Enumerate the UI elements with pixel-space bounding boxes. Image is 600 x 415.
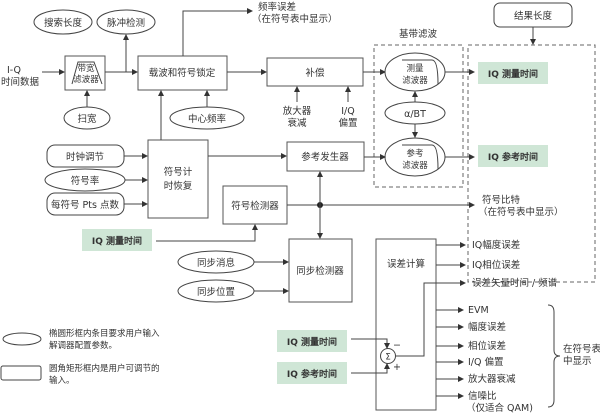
- table-output-2: 相位误差: [468, 340, 506, 352]
- sweep-width-label: 扫宽: [77, 113, 97, 125]
- legend-ellipse-icon: [2, 332, 42, 346]
- alpha-bt-label: α/BT: [404, 109, 426, 120]
- symbol-timing-label-2: 时恢复: [164, 180, 193, 192]
- carrier-symbol-lock-label: 载波和符号锁定: [149, 67, 216, 79]
- table-output-6: （仅适合 QAM): [466, 402, 533, 414]
- iq-offset-label-1: I/Q: [341, 106, 354, 117]
- ref-generator-label: 参考发生器: [301, 151, 349, 163]
- legend-rounded-line2: 输入。: [49, 375, 75, 386]
- iq-ref-time-label-sum: IQ 参考时间: [287, 368, 337, 380]
- plus-sign: +: [393, 362, 401, 373]
- symbol-timing-label-1: 符号计: [164, 166, 193, 178]
- legend-ellipse-line2: 解调器配置参数。: [49, 340, 117, 351]
- error-calc-block: [375, 238, 437, 411]
- iq-ref-time-tag: [478, 145, 548, 167]
- freq-error-arrow: [182, 8, 253, 56]
- sync-msg-label: 同步消息: [197, 257, 235, 269]
- table-brace-label-2: 中显示: [563, 355, 592, 367]
- carrier-symbol-lock-block: [137, 55, 228, 91]
- center-freq-label: 中心频率: [188, 113, 227, 125]
- trace-output-0: IQ幅度误差: [472, 239, 520, 251]
- symbol-detector-label: 符号检测器: [231, 200, 279, 212]
- iq-ref-time-label: IQ 参考时间: [488, 151, 538, 163]
- bandwidth-filter-label-2: 滤波器: [73, 74, 99, 85]
- ref-filter-label-1: 参考: [406, 148, 423, 159]
- table-output-5: 信噪比: [468, 390, 497, 402]
- results-region: [467, 44, 596, 283]
- iq-meas-to-symdet-arrow: [156, 224, 258, 242]
- table-output-4: 放大器衰减: [468, 373, 516, 385]
- trace-outputs: IQ幅度误差 IQ相位误差 误差矢量时间 / 频谱: [396, 239, 558, 357]
- baseband-filter-region: [373, 44, 464, 188]
- sync-detector-label: 同步检测器: [296, 265, 344, 277]
- trace-output-1: IQ相位误差: [472, 259, 520, 271]
- sum-to-error-vector-arrow: [396, 280, 466, 357]
- iq-meas-time-label: IQ 测量时间: [488, 68, 538, 80]
- iq-input-label-1: I-Q: [7, 65, 21, 76]
- sync-pos-label: 同步位置: [197, 286, 235, 298]
- iq-meas-time-tag-left: [82, 229, 152, 251]
- trace-output-2: 误差矢量时间 / 频谱: [472, 277, 558, 289]
- ref-to-sum-arrow: [351, 363, 390, 374]
- compensation-label: 补偿: [305, 67, 325, 79]
- table-outputs: EVM 幅度误差 相位误差 I/Q 偏置 放大器衰减 信噪比 （仅适合 QAM): [436, 305, 533, 414]
- error-calc-label: 误差计算: [387, 258, 425, 270]
- table-brace-label-1: 在符号表: [563, 343, 600, 355]
- sigma-label: Σ: [385, 353, 390, 363]
- lowpass-shape-icon: [402, 59, 439, 85]
- meas-filter-label-1: 测量: [406, 64, 424, 74]
- iq-input-label-2: 时间数据: [1, 76, 40, 88]
- legend-ellipse-line1: 椭圆形框内条目要求用户输入: [49, 328, 160, 339]
- clock-adjust-label: 时钟调节: [66, 151, 104, 163]
- meas-filter-label-2: 滤波器: [402, 75, 428, 86]
- legend-rounded-rect-icon: [0, 365, 42, 381]
- iq-meas-time-label-sum: IQ 测量时间: [287, 336, 337, 348]
- symbol-rate-label: 符号率: [71, 175, 100, 187]
- iq-meas-time-label-left: IQ 测量时间: [92, 235, 142, 247]
- bandpass-shape-icon: [71, 61, 103, 85]
- table-output-1: 幅度误差: [468, 321, 506, 333]
- brace: [547, 304, 561, 408]
- pulse-detect-label: 脉冲检测: [107, 17, 145, 29]
- search-length-label: 搜索长度: [44, 17, 83, 29]
- ref-filter-label-2: 滤波器: [402, 160, 428, 171]
- iq-meas-time-tag: [478, 62, 548, 84]
- freq-error-label-1: 频率误差: [258, 1, 296, 13]
- search-length-ellipse[interactable]: [33, 9, 93, 35]
- table-output-3: I/Q 偏置: [468, 356, 504, 368]
- symbol-bits-label-1: 符号比特: [482, 194, 521, 206]
- freq-error-label-2: （在符号表中显示）: [252, 13, 338, 25]
- baseband-filter-title: 基带滤波: [399, 28, 438, 40]
- iq-ref-time-tag-sum: [277, 362, 347, 384]
- points-per-symbol-label: 每符号 Pts 点数: [51, 199, 119, 211]
- symbol-detector-block: [222, 185, 288, 225]
- symbol-timing-block: [147, 139, 209, 219]
- summation-icon: [380, 348, 396, 364]
- iq-offset-label-2: 偏置: [338, 117, 357, 129]
- result-length-label: 结果长度: [514, 10, 553, 22]
- minus-sign: −: [393, 340, 401, 351]
- iq-meas-time-tag-sum: [277, 330, 347, 352]
- table-output-0: EVM: [468, 305, 489, 316]
- compensation-block: [266, 57, 364, 87]
- meas-to-sum-arrow: [351, 338, 390, 349]
- bandwidth-filter-label-1: 带宽: [77, 63, 95, 74]
- legend-rounded-line1: 圆角矩形框内是用户可调节的: [49, 363, 160, 374]
- symbol-bits-label-2: （在符号表中显示）: [478, 206, 564, 218]
- sync-detector-block: [288, 238, 353, 303]
- amp-droop-label-1: 放大器: [283, 105, 312, 117]
- lowpass-shape-icon-2: [402, 144, 439, 170]
- amp-droop-label-2: 衰减: [287, 117, 307, 129]
